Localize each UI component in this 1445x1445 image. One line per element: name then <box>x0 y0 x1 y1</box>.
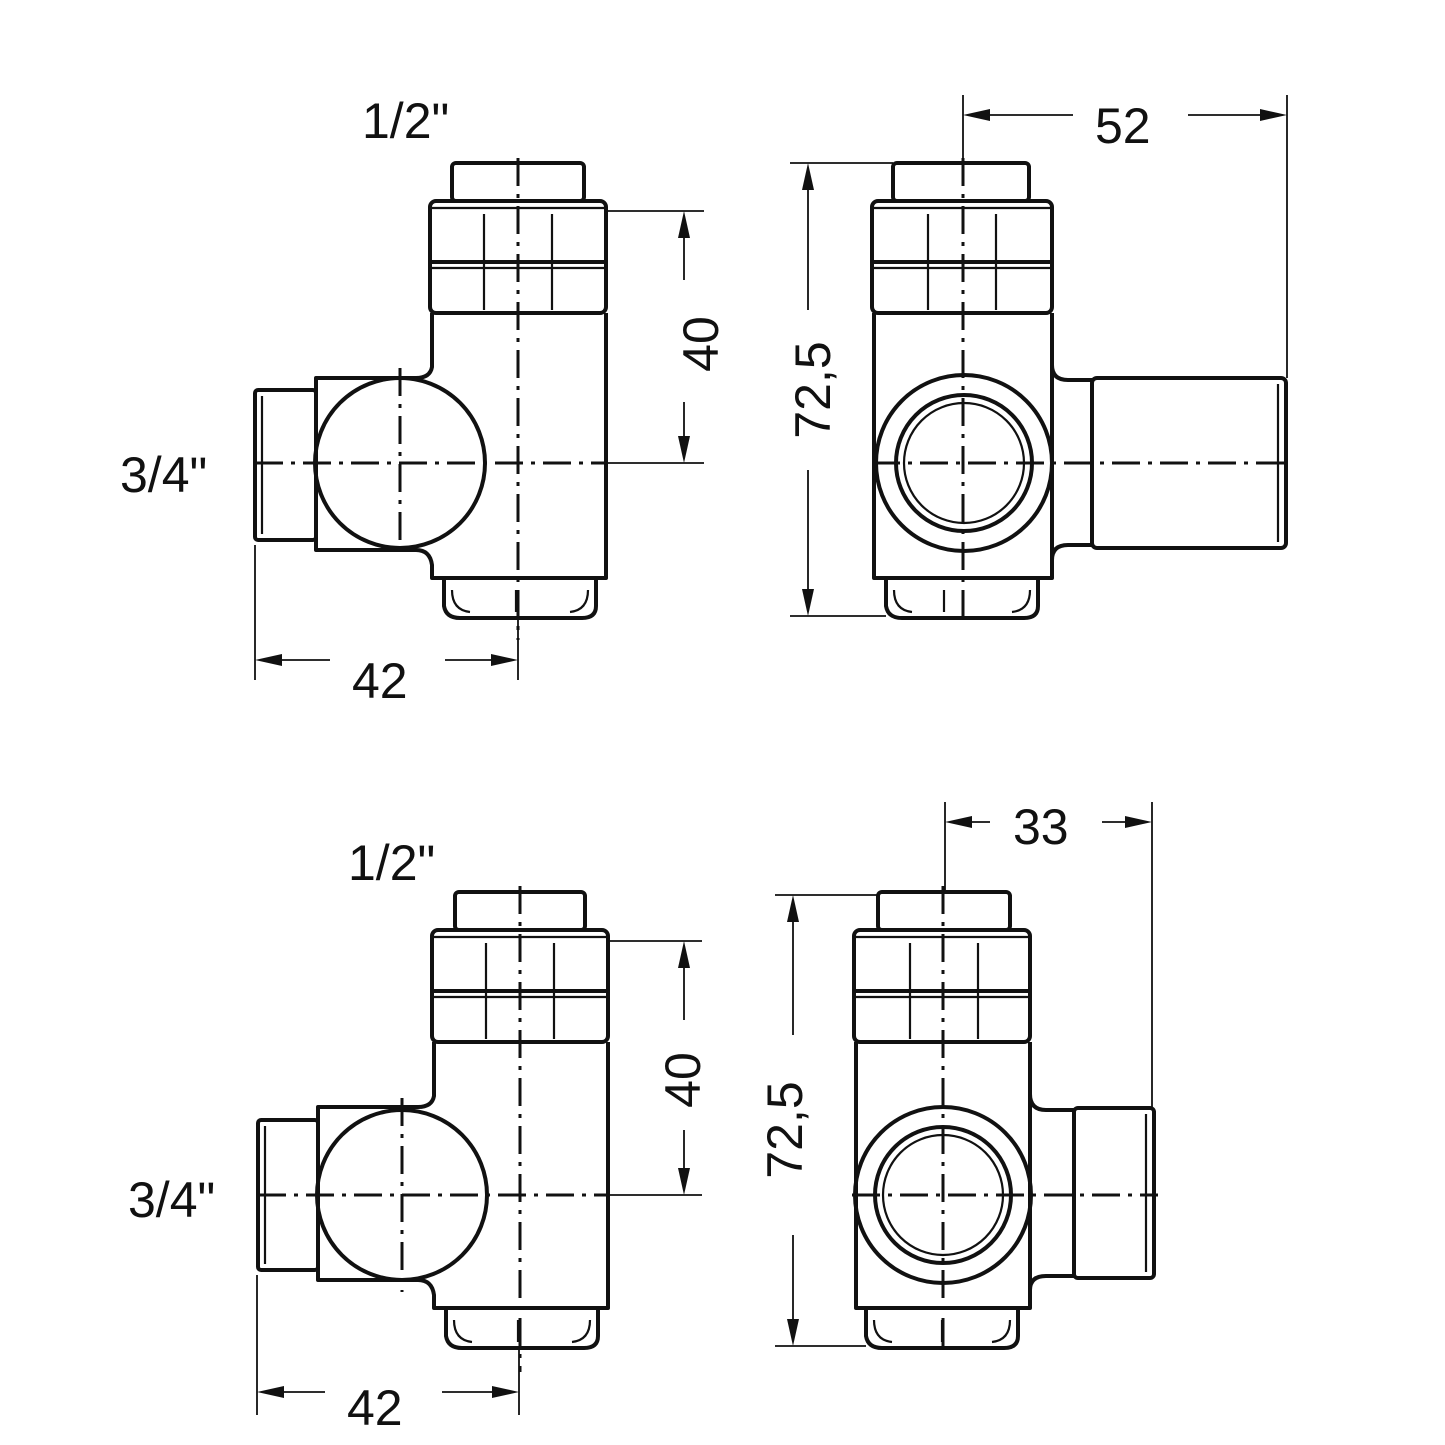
dimensions-top-left <box>254 210 704 680</box>
thread-top-label: 1/2" <box>348 835 435 891</box>
valve-side-view-top <box>870 158 1290 620</box>
depth-dimension-label: 33 <box>1013 799 1069 855</box>
dimensions-bottom-left <box>256 940 702 1415</box>
width-dimension-label: 42 <box>352 653 408 709</box>
width-dimension-label: 42 <box>347 1380 403 1436</box>
height-dimension-label: 72,5 <box>785 341 841 438</box>
thread-side-label: 3/4" <box>128 1172 215 1228</box>
valve-front-view-bottom <box>256 886 610 1372</box>
valve-front-view-top <box>253 158 608 640</box>
depth-dimension-label: 52 <box>1095 98 1151 154</box>
thread-top-label: 1/2" <box>362 93 449 149</box>
dimensions-bottom-right <box>775 802 1153 1347</box>
thread-side-label: 3/4" <box>120 447 207 503</box>
valve-side-view-bottom <box>852 886 1158 1350</box>
height-dimension-label: 40 <box>655 1052 711 1108</box>
dimensions-top-right <box>790 95 1288 617</box>
height-dimension-label: 72,5 <box>757 1081 813 1178</box>
height-dimension-label: 40 <box>673 316 729 372</box>
